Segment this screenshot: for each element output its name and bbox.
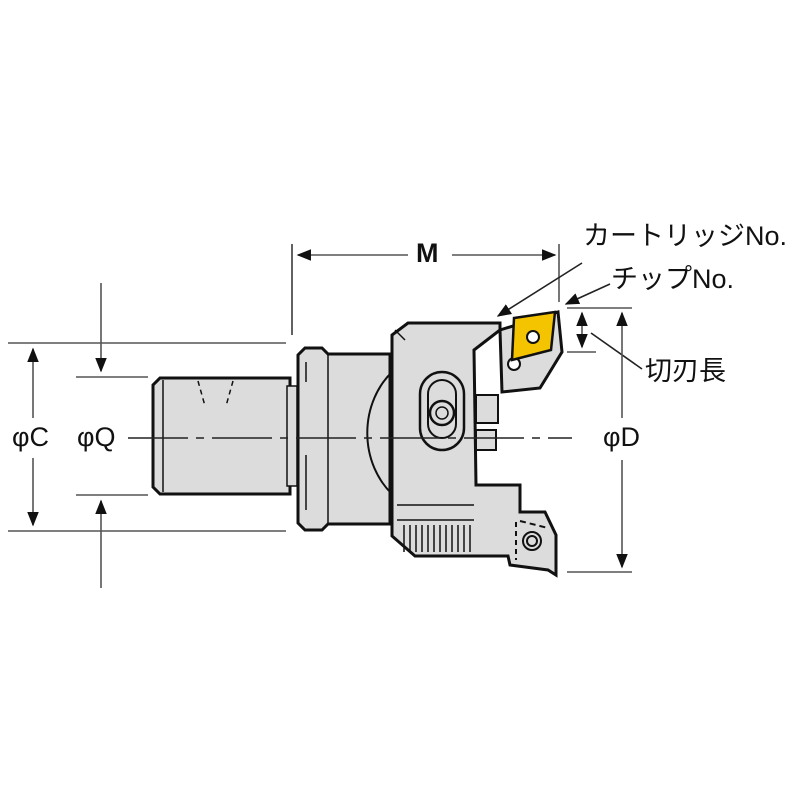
- diameter-c-label: φC: [12, 422, 50, 452]
- diameter-q-label: φQ: [77, 422, 116, 452]
- flange: [296, 346, 392, 532]
- serrations: [397, 504, 474, 552]
- dimension-m-label: M: [416, 238, 439, 268]
- dimension-c-lines: [8, 342, 286, 532]
- insert-chip: [510, 310, 557, 362]
- shank-keyway: [197, 380, 234, 407]
- cutting-edge-length-label: 切刃長: [645, 356, 726, 386]
- dimension-d-lines: [567, 307, 632, 573]
- leader-lines: [496, 262, 643, 370]
- dimension-q-lines: [76, 283, 148, 588]
- cutter-body: [366, 321, 558, 578]
- shank: [151, 376, 298, 496]
- chip-number-label: チップNo.: [611, 264, 735, 294]
- cartridge-number-label: カートリッジNo.: [583, 221, 788, 251]
- lower-insert: [515, 520, 549, 560]
- diameter-d-label: φD: [603, 422, 641, 452]
